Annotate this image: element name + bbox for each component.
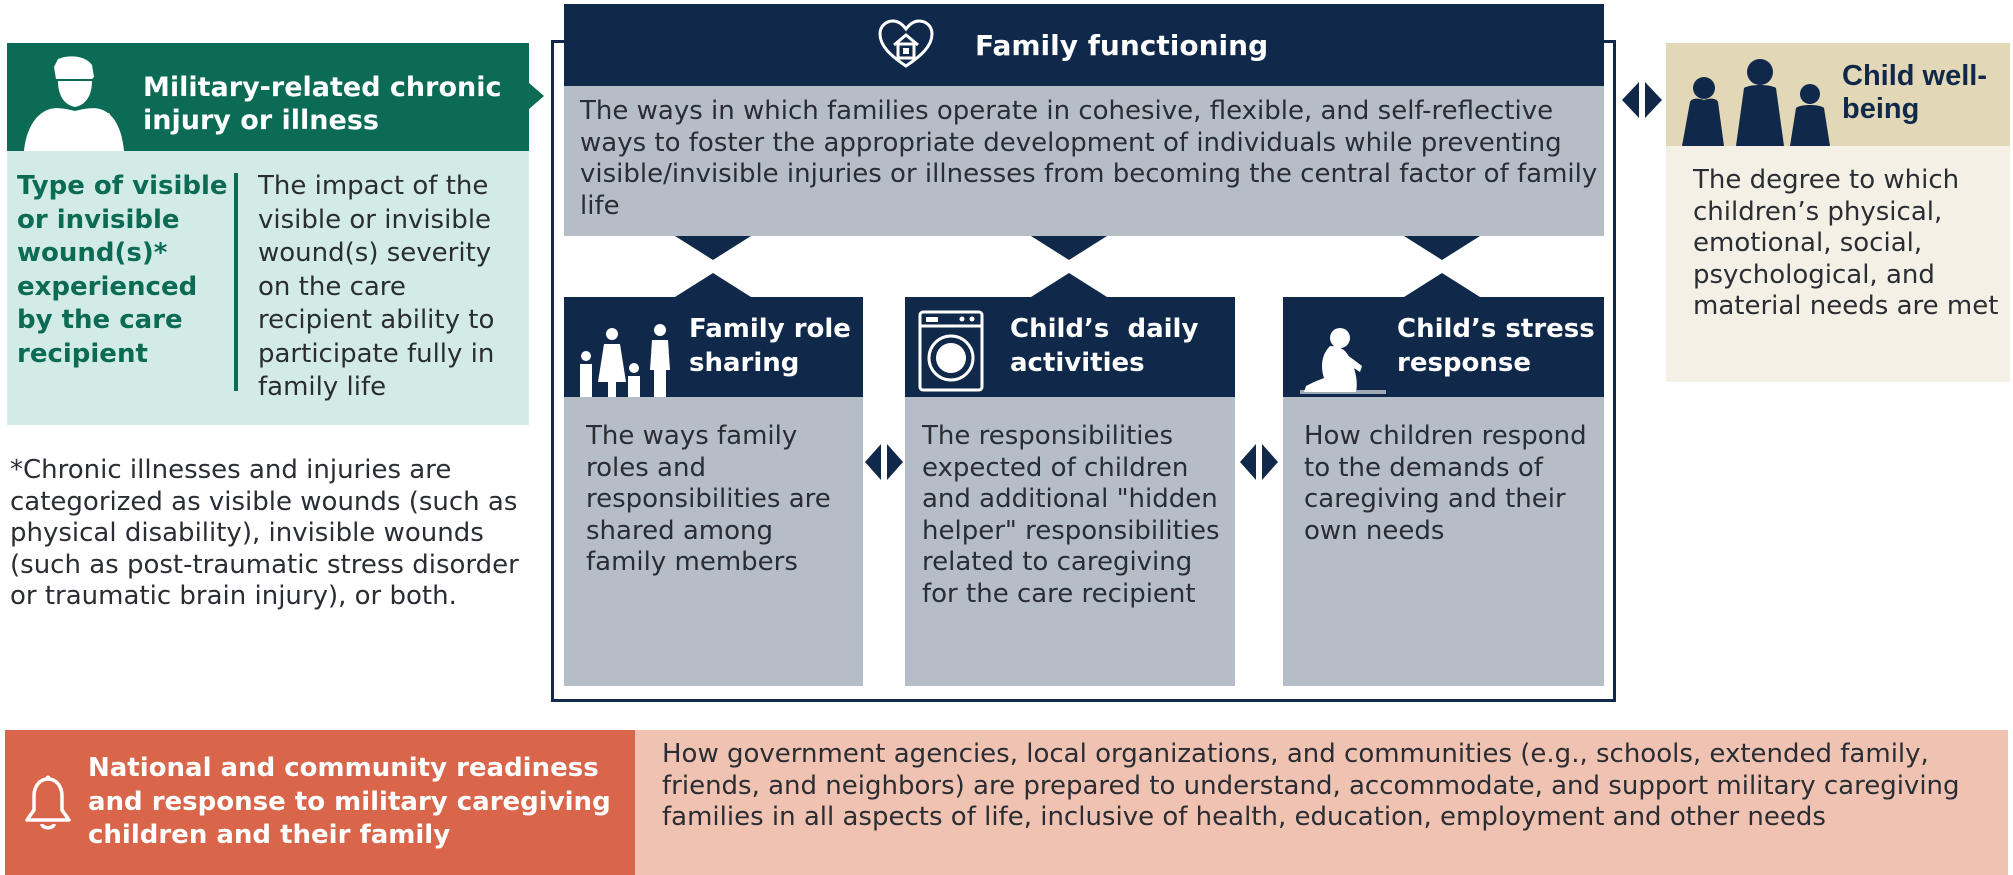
connector-chevron-down-2 (1031, 236, 1107, 260)
national-readiness-header (5, 730, 635, 875)
washing-machine-icon (918, 310, 984, 392)
family-functioning-body (564, 86, 1604, 236)
heart-house-icon (878, 19, 934, 68)
military-arrow (529, 83, 544, 109)
connector-chevron-up-2 (1031, 273, 1107, 297)
military-divider (234, 173, 238, 391)
family-functioning-title: Family functioning (975, 29, 1269, 62)
stress-response-title: Child’s stress response (1397, 314, 1595, 378)
daily-activities-description: The responsibilities expected of childre… (922, 421, 1220, 609)
child-wellbeing-description: The degree to which children’s physical,… (1693, 165, 1999, 321)
national-readiness-title: National and community readiness and res… (88, 753, 611, 850)
connector-chevron-up-3 (1404, 273, 1480, 297)
stress-response-description: How children respond to the demands of c… (1304, 421, 1587, 546)
bidirectional-arrow-3 (1622, 82, 1662, 118)
military-title: Military-related chronic injury or illne… (143, 72, 502, 136)
role-sharing-description: The ways family roles and responsibiliti… (586, 421, 831, 577)
child-wellbeing-header (1666, 43, 2010, 146)
stress-response-body (1283, 397, 1604, 686)
children-silhouette-icon (1682, 59, 1830, 146)
bidirectional-arrow-2 (1240, 444, 1278, 480)
child-wellbeing-title: Child well-being (1842, 60, 1987, 125)
sitting-child-icon (1300, 328, 1386, 394)
bell-icon (25, 775, 71, 830)
wound-type-text: Type of visible or invisible wound(s)* e… (17, 171, 228, 369)
wound-impact-text: The impact of the visible or invisible w… (258, 171, 495, 402)
national-readiness-description: How government agencies, local organizat… (662, 739, 1960, 832)
daily-activities-body (905, 397, 1235, 686)
bidirectional-arrow-1 (865, 444, 903, 480)
role-sharing-title: Family role sharing (689, 314, 851, 378)
connector-chevron-up-1 (675, 273, 751, 297)
soldier-silhouette-icon (24, 56, 124, 151)
footnote: *Chronic illnesses and injuries are cate… (10, 455, 519, 611)
family-functioning-header (564, 4, 1604, 86)
military-body (7, 151, 529, 425)
connector-chevron-down-1 (675, 236, 751, 260)
role-sharing-body (564, 397, 863, 686)
connector-chevron-down-3 (1404, 236, 1480, 260)
family-functioning-description: The ways in which families operate in co… (580, 96, 1598, 221)
daily-activities-title: Child’s daily activities (1010, 314, 1208, 378)
child-wellbeing-body (1666, 146, 2010, 382)
family-silhouette-icon (580, 324, 670, 397)
national-readiness-body (635, 730, 2008, 875)
